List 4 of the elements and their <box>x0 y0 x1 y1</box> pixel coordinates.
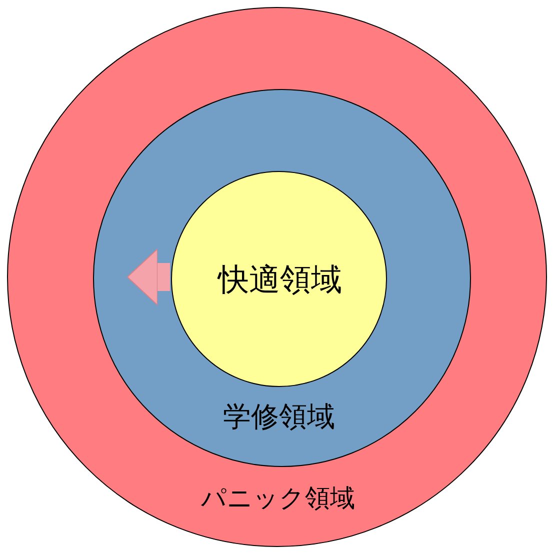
arrow <box>126 248 170 306</box>
zone-label: 学修領域 <box>223 399 335 435</box>
zone-label: 快適領域 <box>218 261 342 300</box>
zone-label: パニック領域 <box>201 482 355 514</box>
